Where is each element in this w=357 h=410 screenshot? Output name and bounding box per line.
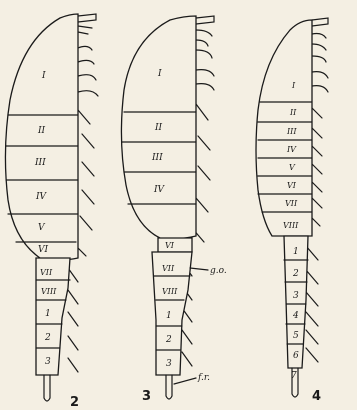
fig2-seg-6: VI xyxy=(38,245,48,255)
fig3-seg-2: II xyxy=(154,123,163,133)
fig3-tail-2: 2 xyxy=(165,335,172,345)
fig4-seg-2: II xyxy=(289,108,297,117)
figure-4-number: 4 xyxy=(312,389,321,404)
fig4-tail-6: 6 xyxy=(293,351,299,361)
fig4-seg-4: IV xyxy=(286,145,297,154)
fig2-seg-4: IV xyxy=(35,192,48,202)
fig4-seg-6: VI xyxy=(287,181,297,190)
fig4-seg-8: VIII xyxy=(283,221,299,230)
go-leader xyxy=(190,268,208,270)
fig4-tail-2: 2 xyxy=(292,269,299,279)
fig3-seg-1: I xyxy=(157,69,162,79)
fig2-tail-roman-1: VII xyxy=(40,268,53,277)
fig4-tail-5: 5 xyxy=(293,331,299,341)
fig3-tail-roman-2: VIII xyxy=(162,287,178,296)
fig2-tail-roman-2: VIII xyxy=(41,287,57,296)
fig4-tail-4: 4 xyxy=(292,311,299,321)
fig3-seg-3: III xyxy=(151,153,163,163)
figure-3: I II III IV VI VII VIII 1 2 3 g.o. f.r. … xyxy=(121,16,226,404)
fig4-seg-3: III xyxy=(286,127,297,136)
fig4-tail-1: 1 xyxy=(293,247,299,257)
fig2-tail-3: 3 xyxy=(45,357,51,367)
figure-3-number: 3 xyxy=(142,389,151,404)
figure-4-carapace xyxy=(256,20,312,236)
fr-leader xyxy=(174,378,196,384)
figure-4: I II III IV V VI VII VIII 1 2 3 4 5 6 7 … xyxy=(256,18,328,404)
fig4-tail-3: 3 xyxy=(293,291,299,301)
fig2-seg-2: II xyxy=(37,126,46,136)
fig3-tail-roman-1: VII xyxy=(162,264,175,273)
fig4-seg-7: VII xyxy=(285,199,298,208)
fig3-seg-6: VI xyxy=(165,241,175,250)
fig4-tail-7: 7 xyxy=(291,371,297,381)
fig3-tail-3: 3 xyxy=(166,359,172,369)
fig3-seg-4: IV xyxy=(153,185,166,195)
fig2-tail-2: 2 xyxy=(44,333,51,343)
figure-3-neck xyxy=(158,238,192,252)
fig2-tail-1: 1 xyxy=(45,309,51,319)
figure-2-number: 2 xyxy=(70,395,79,410)
annotation-fr: f.r. xyxy=(197,373,210,383)
figure-2: I II III IV V VI VII VIII 1 2 3 2 xyxy=(5,14,98,410)
annotation-go: g.o. xyxy=(210,266,227,276)
fig2-seg-1: I xyxy=(41,71,46,81)
fig2-seg-3: III xyxy=(34,158,46,168)
fig3-tail-1: 1 xyxy=(166,311,172,321)
